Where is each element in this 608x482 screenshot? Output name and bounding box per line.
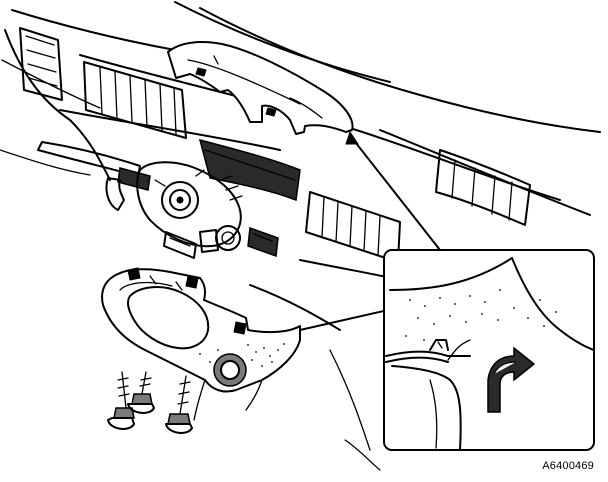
left-air-vent <box>19 27 63 101</box>
center-left-air-vent <box>83 61 187 139</box>
rotate-arrow-icon <box>487 346 536 413</box>
figure-code: A6400469 <box>542 460 594 472</box>
detail-inset <box>383 249 595 451</box>
callout-leaders <box>299 130 441 331</box>
upper-steering-column-cover <box>167 41 354 135</box>
lower-steering-column-cover <box>101 267 301 421</box>
steering-column-assembly <box>37 138 301 259</box>
mounting-screw-3 <box>165 375 193 434</box>
mounting-screw-2 <box>127 371 155 414</box>
mounting-screw-1 <box>107 371 135 430</box>
right-air-vent <box>435 149 531 226</box>
